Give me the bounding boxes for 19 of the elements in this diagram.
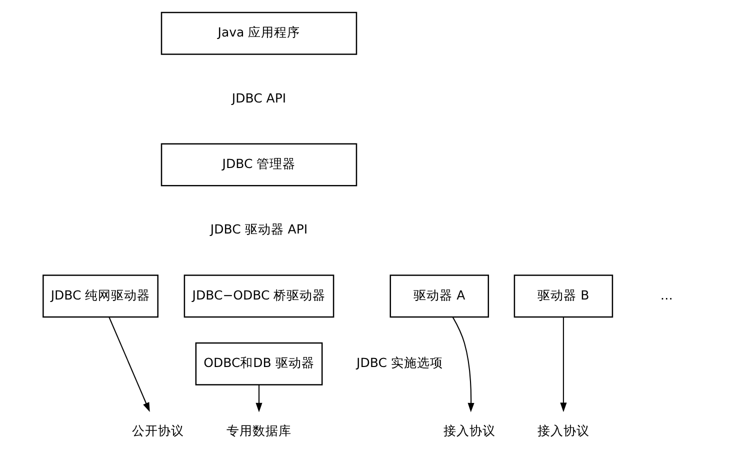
label: JDBC API	[232, 90, 286, 106]
node-text: 接入协议	[537, 422, 590, 438]
arrow	[256, 384, 262, 412]
arrow	[452, 317, 474, 412]
node-box: 驱动器 A	[390, 274, 489, 318]
arrow	[560, 317, 567, 412]
node-text: 公开协议	[132, 422, 184, 438]
node-box: JDBC 管理器	[160, 143, 358, 186]
label: JDBC 驱动器 API	[210, 222, 308, 237]
arrow	[108, 316, 150, 412]
node-box: Java 应用程序	[160, 12, 358, 55]
node-box: ODBC和DB 驱动器	[195, 342, 323, 386]
node-box: JDBC−ODBC 桥驱动器	[184, 274, 334, 318]
node-text: 接入协议	[444, 422, 496, 438]
node-box: 驱动器 B	[514, 274, 614, 318]
node-text: 专用数据库	[226, 422, 292, 438]
node-box: JDBC 纯网驱动器	[42, 274, 158, 318]
label: JDBC 实施选项	[356, 355, 443, 370]
label: …	[660, 287, 673, 302]
